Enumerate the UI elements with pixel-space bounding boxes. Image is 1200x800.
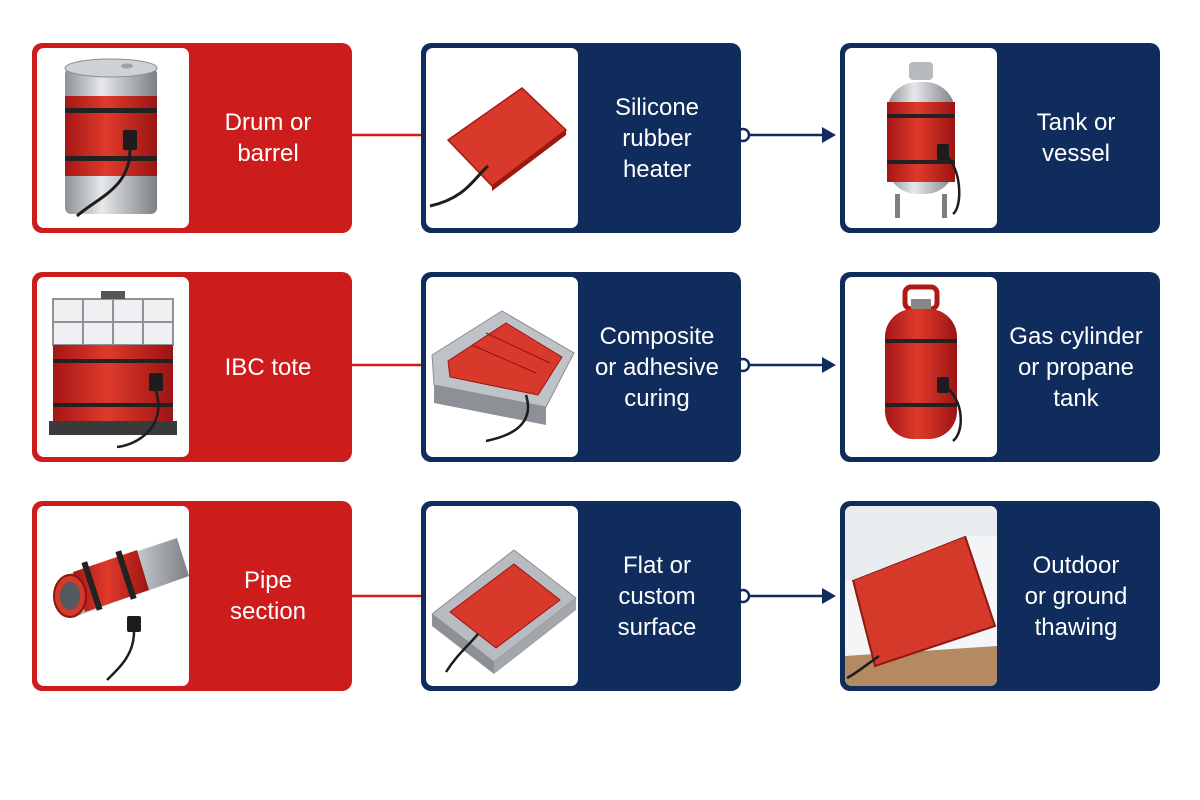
ground-thawing-icon [845,506,997,686]
arrow-right-icon [822,127,836,143]
silicone-heater-pad-icon [426,48,578,228]
pipe-section-icon [37,506,189,686]
card-label: IBC tote [224,353,312,381]
curing-mold-icon [426,277,578,457]
arrow-right-icon [822,588,836,604]
flat-surface-heater-icon [426,506,578,686]
ibc-tote-icon [37,277,189,457]
gas-cylinder-icon [845,277,997,457]
drum-heater-icon [37,48,189,228]
tank-vessel-icon [845,48,997,228]
arrow-right-icon [822,357,836,373]
card-ibc-tote: IBC tote [32,272,352,462]
